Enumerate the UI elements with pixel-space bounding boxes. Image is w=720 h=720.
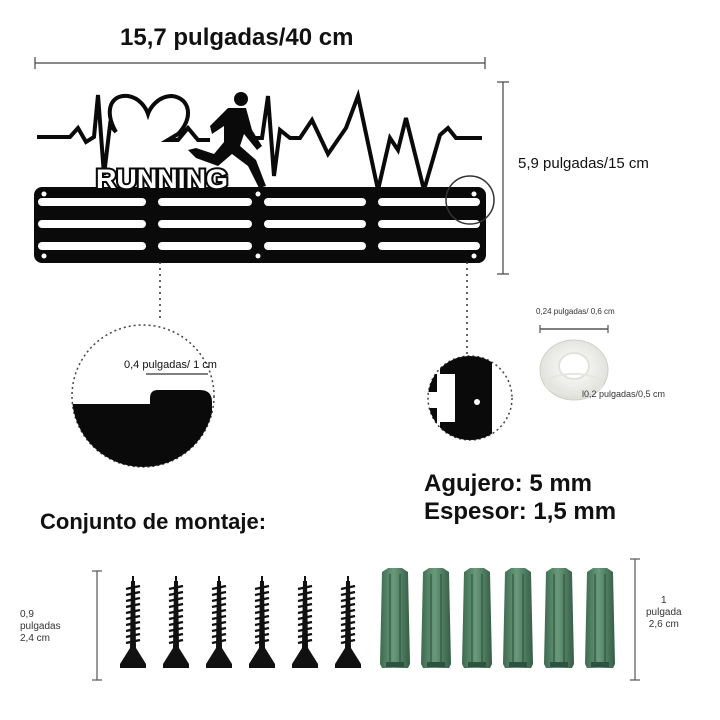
screw [292, 576, 318, 668]
screw-height-dimension [92, 570, 102, 681]
medal-rack: RUNNING [34, 162, 486, 263]
wall-plug [585, 568, 615, 668]
heartbeat-line [37, 88, 482, 198]
runner-silhouette [188, 92, 266, 188]
wall-plug [503, 568, 533, 668]
tab-zoom-detail [71, 324, 215, 468]
rack-running-text: RUNNING [96, 164, 228, 194]
thickness-label: Espesor: 1,5 mm [424, 498, 617, 525]
washer-diameter-label: l0,2 pulgadas/0,5 cm [582, 389, 666, 399]
screw [163, 576, 189, 668]
width-dimension-label: 15,7 pulgadas/40 cm [120, 24, 354, 51]
screw-size-label: 0,9 pulgadas 2,4 cm [20, 609, 61, 645]
hole-highlight-circle [445, 175, 495, 225]
screw [120, 576, 146, 668]
wall-plug-group [380, 568, 615, 668]
plug-size-line: pulgada [646, 607, 682, 618]
plug-size-line: 2,6 cm [648, 619, 679, 630]
mounting-kit-title: Conjunto de montaje: [40, 509, 267, 534]
hole-size-label: Agujero: 5 mm [424, 470, 593, 497]
screw-size-line: 0,9 [20, 609, 34, 620]
washer-image [539, 325, 609, 401]
screw [335, 576, 361, 668]
wall-plug [380, 568, 410, 668]
screw [249, 576, 275, 668]
height-dimension-label: 5,9 pulgadas/15 cm [518, 155, 649, 172]
screw-size-line: pulgadas [20, 621, 61, 632]
tab-width-label: 0,4 pulgadas/ 1 cm [124, 359, 217, 371]
plug-height-dimension [630, 558, 640, 681]
width-dimension-line [34, 57, 486, 69]
screw [206, 576, 232, 668]
plug-size-label: 1 pulgada 2,6 cm [646, 595, 682, 631]
screw-group [120, 576, 361, 668]
wall-plug [421, 568, 451, 668]
wall-plug [544, 568, 574, 668]
washer-thickness-label: 0,24 pulgadas/ 0,6 cm [536, 307, 615, 316]
screw-size-line: 2,4 cm [20, 633, 51, 644]
hole-zoom-detail [427, 355, 513, 441]
wall-plug [462, 568, 492, 668]
plug-size-line: 1 [661, 595, 667, 606]
height-dimension-line [497, 81, 509, 275]
